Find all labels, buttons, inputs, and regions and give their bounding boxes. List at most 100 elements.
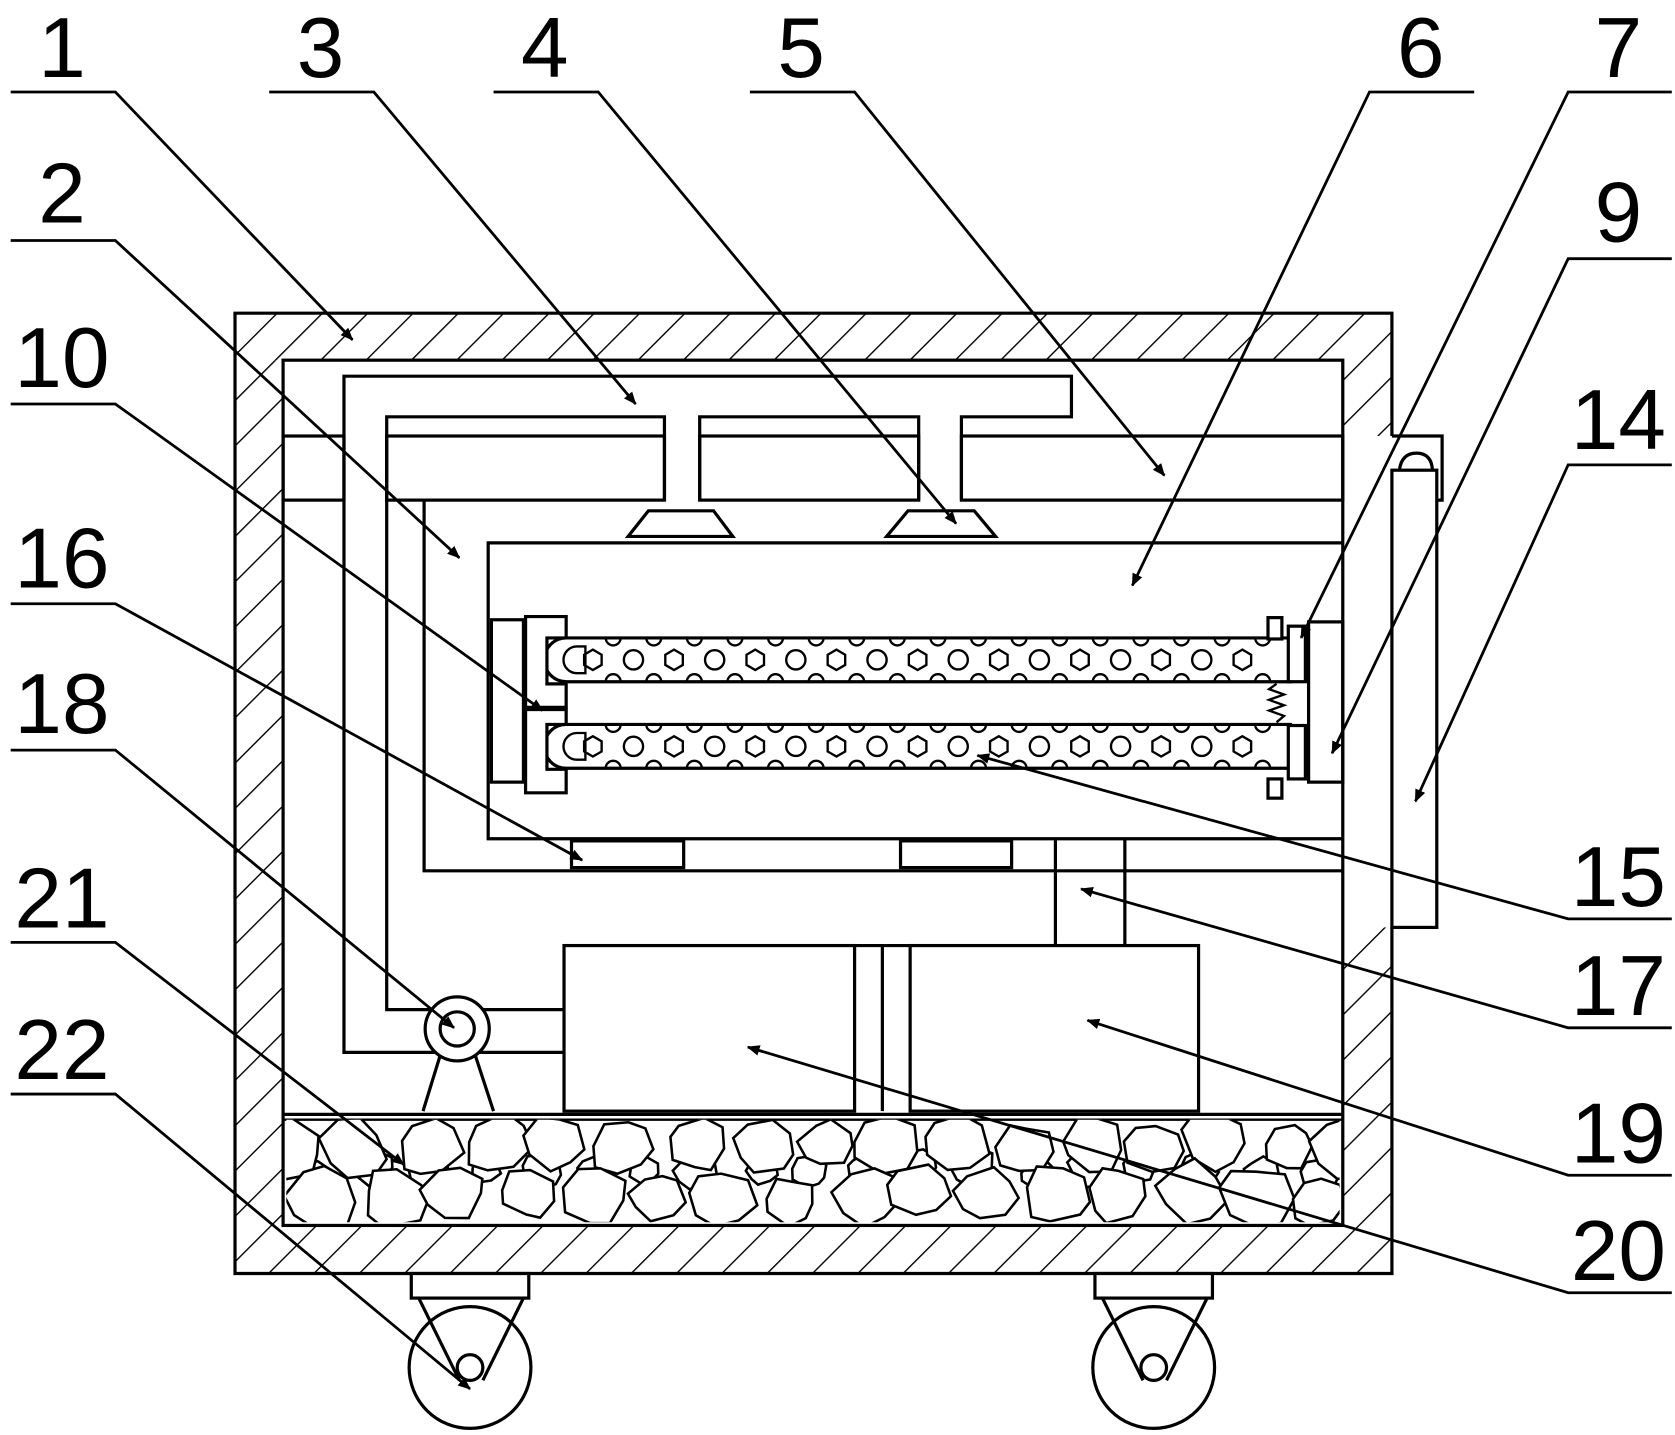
rod-edge-notch <box>604 637 622 647</box>
callout-16: 16 <box>10 512 584 862</box>
leader-line <box>10 90 354 341</box>
rod-edge-notch <box>1010 724 1028 734</box>
rod-edge-notch <box>726 637 744 647</box>
rod-edge-notch <box>888 759 906 769</box>
leader-line <box>10 602 584 862</box>
rod-hole <box>664 648 684 672</box>
rod-hole <box>988 734 1009 758</box>
callout-number: 20 <box>1571 1204 1666 1299</box>
rod-edge-notch <box>807 724 825 734</box>
callout-1: 1 <box>10 1 354 341</box>
rod-edge-notch <box>929 637 947 647</box>
callout-10: 10 <box>10 311 544 712</box>
rod-edge-notch <box>1254 673 1272 682</box>
callout-2: 2 <box>10 146 461 559</box>
fastener-nut <box>1266 616 1284 641</box>
callout-number: 7 <box>1595 1 1643 96</box>
rod-edge-notch <box>604 673 622 682</box>
callouts: 1 3 4 5 6 7 2 9 <box>10 1 1672 1390</box>
rod-edge-notch <box>807 637 825 647</box>
pump-housing <box>423 995 491 1063</box>
support-post <box>1053 838 1127 946</box>
rod-hole <box>907 734 928 758</box>
leader-line <box>1086 1018 1672 1177</box>
gravel-stone <box>1264 1123 1314 1170</box>
rod-hole <box>1070 734 1090 758</box>
rod-hole <box>1109 649 1132 671</box>
gravel-stone <box>467 1119 536 1172</box>
callout-number: 14 <box>1571 373 1666 468</box>
wheel-fork <box>1100 1297 1145 1382</box>
gravel-stone <box>592 1120 655 1176</box>
leader-line <box>1414 463 1672 803</box>
rod-edge-notch <box>1172 637 1191 647</box>
gravel-stone <box>1025 1165 1092 1223</box>
rod-edge-notch <box>645 637 663 647</box>
gravel-stone <box>366 1167 431 1223</box>
rod-edge-notch <box>1051 759 1069 769</box>
rod-hole <box>947 735 970 758</box>
rod-hole <box>1109 735 1132 758</box>
rod-edge-notch <box>1172 759 1191 769</box>
gravel-stone <box>522 1119 586 1173</box>
callout-6: 6 <box>1131 1 1475 587</box>
rod-edge-notch <box>929 759 947 769</box>
callout-5: 5 <box>749 1 1166 477</box>
callout-20: 20 <box>746 1045 1672 1299</box>
gravel-layer <box>283 1112 1343 1223</box>
shelf-segment <box>385 434 667 502</box>
leader-line <box>493 90 958 525</box>
rod-hole <box>1190 649 1213 671</box>
door-panel <box>1390 468 1439 930</box>
rod-edge-notch <box>726 759 744 769</box>
rod-hole <box>866 735 888 758</box>
gravel-stone <box>500 1168 556 1220</box>
rod-hole <box>866 649 888 671</box>
wheel-rim <box>407 1305 533 1431</box>
rod-edge-notch <box>1172 724 1191 734</box>
callout-number: 1 <box>38 1 86 96</box>
rod-edge-notch <box>685 759 704 769</box>
rod-edge-notch <box>848 637 866 647</box>
callout-15: 15 <box>976 753 1672 925</box>
rod-perforations <box>582 724 1272 769</box>
right-side-block <box>1306 620 1345 784</box>
rod-edge-notch <box>766 724 785 734</box>
rod-edge-notch <box>888 724 906 734</box>
gravel-stone <box>669 1119 726 1172</box>
rod-edge-notch <box>604 759 622 769</box>
lower-box-right <box>908 943 1201 1113</box>
callout-number: 10 <box>14 311 109 406</box>
callout-number: 5 <box>777 1 825 96</box>
rod-edge-notch <box>1091 759 1109 769</box>
rod-edge-notch <box>1091 637 1109 647</box>
lower-box-left <box>562 943 857 1113</box>
gravel-stones <box>286 1119 1340 1223</box>
callout-number: 4 <box>521 1 569 96</box>
shelf-band <box>281 434 1345 502</box>
gravel-stone <box>1291 1177 1340 1223</box>
wheel-rim <box>1091 1305 1217 1431</box>
leader-line <box>976 753 1672 921</box>
rod-hole <box>1028 735 1051 758</box>
housing-inner-outline <box>281 358 1345 1228</box>
door-top-cap <box>1397 451 1435 471</box>
rod-edge-notch <box>969 673 988 682</box>
callout-number: 9 <box>1595 166 1643 261</box>
gravel-stone <box>765 1177 814 1223</box>
gravel-stone <box>731 1119 795 1174</box>
rod-end-cap <box>562 645 587 675</box>
housing-outline <box>233 311 1394 1276</box>
rod-edge-notch <box>766 673 785 682</box>
leader-line <box>10 940 405 1166</box>
wheel-mount <box>1093 1271 1215 1300</box>
rod-edge-notch <box>848 759 866 769</box>
left-clamps <box>523 614 568 795</box>
rod-hole <box>1232 648 1253 672</box>
pump <box>421 995 496 1112</box>
callout-17: 17 <box>1080 887 1672 1034</box>
rod-hole <box>826 648 847 672</box>
leader-line <box>746 1045 1672 1295</box>
rod-edge-notch <box>929 673 947 682</box>
leader-line <box>1299 90 1672 639</box>
